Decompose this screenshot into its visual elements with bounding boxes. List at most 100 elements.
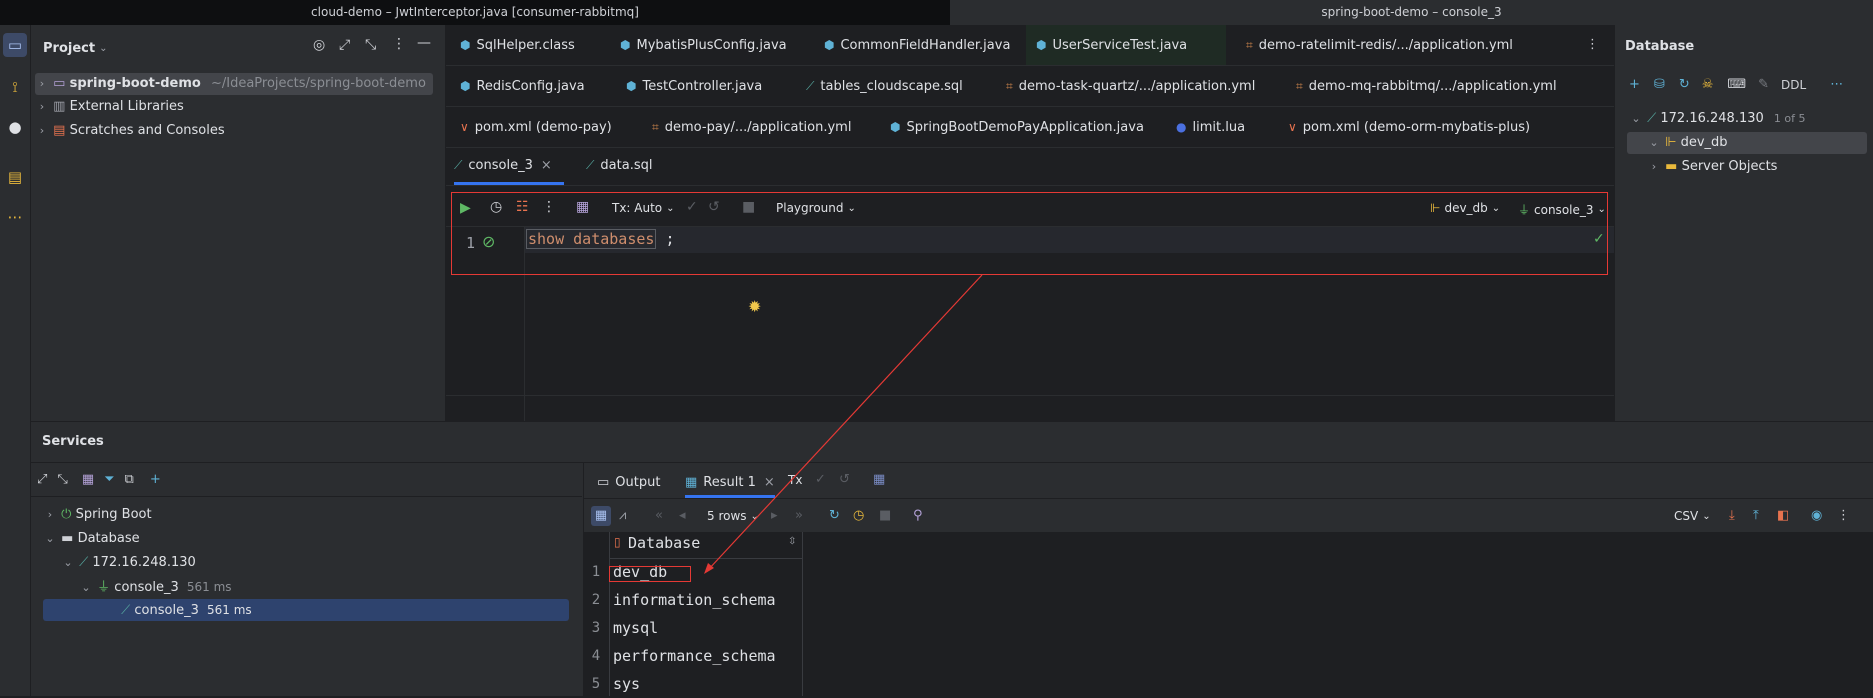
tab-userservicetest[interactable]: ⬢UserServiceTest.java: [1026, 25, 1226, 65]
tab-console-3[interactable]: ⟋console_3×: [454, 148, 564, 185]
tx-mode-dropdown[interactable]: Tx: Auto⌄: [612, 201, 675, 215]
history-icon[interactable]: ◷: [853, 508, 865, 523]
console-icon[interactable]: ⌨: [1727, 77, 1747, 92]
schema-icon[interactable]: ▦: [576, 199, 590, 215]
tab-pom-orm-mybatis-plus[interactable]: ∨pom.xml (demo-orm-mybatis-plus): [1288, 107, 1530, 147]
tree-item-external-libraries[interactable]: › ▥ External Libraries: [35, 96, 184, 118]
rollback-icon[interactable]: ↺: [839, 472, 850, 487]
table-cell[interactable]: information_schema: [613, 591, 776, 609]
tab-task-quartz-yml[interactable]: ⌗demo-task-quartz/.../application.yml: [1006, 66, 1255, 106]
options-icon[interactable]: ⋮: [392, 36, 406, 52]
pin-icon[interactable]: ⚲: [913, 508, 923, 523]
execute-icon[interactable]: ▶: [460, 200, 471, 216]
refresh-icon[interactable]: ↻: [1678, 77, 1690, 92]
table-cell[interactable]: sys: [613, 675, 641, 693]
table-cell[interactable]: mysql: [613, 619, 659, 637]
collapse-all-icon[interactable]: ⤡: [365, 37, 377, 53]
window-title-right[interactable]: spring-boot-demo – console_3: [950, 0, 1873, 25]
tab-demo-pay-yml[interactable]: ⌗demo-pay/.../application.yml: [652, 107, 851, 147]
session-selector[interactable]: ⏚console_3⌄: [1518, 201, 1606, 218]
tab-tables-cloudscape[interactable]: ⟋tables_cloudscape.sql: [806, 66, 963, 106]
tab-testcontroller[interactable]: ⬢TestController.java: [626, 66, 762, 106]
tab-springbootdemopayapplication[interactable]: ⬢SpringBootDemoPayApplication.java: [890, 107, 1144, 147]
commit-icon[interactable]: ✓: [686, 199, 698, 215]
expand-all-icon[interactable]: ⤢: [37, 472, 48, 487]
export-format-dropdown[interactable]: CSV⌄: [1674, 509, 1711, 523]
service-console-selected[interactable]: ⟋ console_3 561 ms: [43, 599, 569, 621]
tab-mybatisplusconfig[interactable]: ⬢MybatisPlusConfig.java: [620, 25, 787, 65]
stop-icon[interactable]: ■: [742, 199, 756, 215]
collapse-all-icon[interactable]: ⤡: [57, 472, 68, 487]
service-database[interactable]: ⌄ ▬ Database: [43, 528, 139, 550]
rollback-icon[interactable]: ↺: [708, 199, 720, 215]
table-cell[interactable]: performance_schema: [613, 647, 776, 665]
project-tool-icon[interactable]: ▭: [3, 33, 27, 57]
history-icon[interactable]: ◷: [490, 199, 503, 215]
previous-page-icon[interactable]: ◂: [679, 508, 686, 523]
table-view-icon[interactable]: ▦: [591, 506, 611, 526]
next-page-icon[interactable]: ▸: [771, 508, 778, 523]
db-tree-host[interactable]: ⌄ ⟋ 172.16.248.130 1 of 5: [1629, 108, 1805, 130]
column-header-database[interactable]: ▯ Database ⇳: [610, 532, 803, 559]
first-page-icon[interactable]: «: [655, 508, 663, 523]
tree-item-scratches[interactable]: › ▤ Scratches and Consoles: [35, 120, 225, 142]
layout-icon[interactable]: ▦: [873, 472, 886, 487]
more-icon[interactable]: ⋮: [542, 199, 556, 215]
tabs-more-icon[interactable]: ⋮: [1586, 37, 1599, 52]
more-tools-icon[interactable]: ⋯: [7, 208, 23, 226]
add-service-icon[interactable]: +: [149, 472, 161, 487]
db-tree-schema-dev-db[interactable]: ⌄ ⊩ dev_db: [1627, 132, 1867, 154]
service-console-session[interactable]: ⌄ ⏚ console_3 561 ms: [79, 576, 231, 598]
inspection-ok-icon[interactable]: ✓: [1593, 231, 1605, 247]
schema-selector[interactable]: ⊩dev_db⌄: [1430, 201, 1500, 215]
edit-icon[interactable]: ✎: [1758, 77, 1770, 92]
last-page-icon[interactable]: »: [795, 508, 803, 523]
disconnect-icon[interactable]: ☠: [1701, 77, 1714, 92]
commit-tool-icon[interactable]: ⟟: [12, 78, 18, 96]
commit-icon[interactable]: ✓: [815, 472, 826, 487]
expand-all-icon[interactable]: ⤢: [339, 37, 351, 53]
view-icon[interactable]: ◉: [1811, 508, 1823, 523]
page-size-dropdown[interactable]: 5 rows⌄: [707, 509, 759, 523]
new-tab-icon[interactable]: ⧉: [124, 472, 134, 487]
group-icon[interactable]: ▦: [81, 472, 95, 487]
settings-icon[interactable]: ☷: [516, 199, 529, 215]
compare-icon[interactable]: ◧: [1777, 508, 1790, 523]
filter-icon[interactable]: ⏷: [104, 472, 115, 487]
code-line-1[interactable]: show databases ;: [526, 229, 675, 249]
add-icon[interactable]: +: [1629, 77, 1640, 92]
project-header[interactable]: Project ⌄: [43, 37, 107, 59]
data-source-icon[interactable]: ⛁: [1653, 77, 1665, 92]
more-icon[interactable]: ⋯: [1830, 77, 1844, 92]
tab-limit-lua[interactable]: ●limit.lua: [1176, 107, 1245, 147]
tab-redisconfig[interactable]: ⬢RedisConfig.java: [460, 66, 585, 106]
import-icon[interactable]: ⤒: [1753, 508, 1759, 523]
tab-commonfieldhandler[interactable]: ⬢CommonFieldHandler.java: [824, 25, 1010, 65]
tree-item-spring-boot-demo[interactable]: › ▭ spring-boot-demo ~/IdeaProjects/spri…: [35, 73, 433, 95]
table-cell[interactable]: dev_db: [613, 563, 668, 581]
service-spring-boot[interactable]: › ⏻ Spring Boot: [43, 504, 152, 526]
service-host[interactable]: ⌄ ⟋ 172.16.248.130: [61, 552, 195, 574]
sort-icon[interactable]: ⇳: [788, 536, 797, 547]
hide-icon[interactable]: —: [417, 35, 431, 51]
tab-result-1[interactable]: ▦Result 1×: [685, 469, 775, 498]
more-icon[interactable]: ⋮: [1837, 508, 1850, 523]
tab-data-sql[interactable]: ⟋data.sql: [586, 148, 652, 185]
tab-mq-rabbitmq-yml[interactable]: ⌗demo-mq-rabbitmq/.../application.yml: [1296, 66, 1557, 106]
close-icon[interactable]: ×: [540, 158, 552, 173]
lightbulb-icon[interactable]: ✹: [748, 297, 762, 316]
close-icon[interactable]: ×: [763, 474, 775, 490]
services-tool-icon[interactable]: ▤: [7, 168, 23, 186]
tx-button[interactable]: Tx: [788, 473, 803, 487]
github-icon[interactable]: ●: [8, 118, 22, 136]
tab-pom-demo-pay[interactable]: ∨pom.xml (demo-pay): [460, 107, 612, 147]
stop-icon[interactable]: ■: [879, 508, 892, 523]
window-title-left[interactable]: cloud-demo – JwtInterceptor.java [consum…: [0, 0, 950, 25]
playground-dropdown[interactable]: Playground⌄: [776, 201, 856, 215]
tab-sqlhelper[interactable]: ⬢SqlHelper.class: [460, 25, 575, 65]
ddl-button[interactable]: DDL: [1781, 77, 1807, 92]
tab-output[interactable]: ▭Output: [597, 469, 660, 495]
tab-ratelimit-yml[interactable]: ⌗demo-ratelimit-redis/.../application.ym…: [1246, 25, 1513, 65]
target-icon[interactable]: ◎: [313, 37, 326, 53]
refresh-icon[interactable]: ↻: [829, 508, 840, 523]
